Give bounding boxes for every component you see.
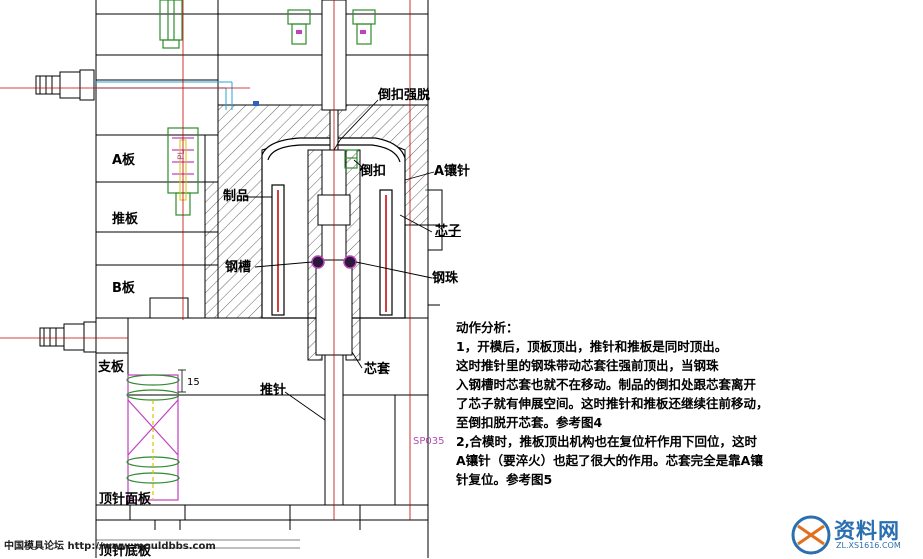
analysis-line: A镶针（要淬火）也起了很大的作用。芯套完全是靠A镶	[456, 453, 763, 468]
analysis-line: 这时推针里的钢珠带动芯套往强前顶出，当钢珠	[456, 358, 719, 373]
label-product: 制品	[223, 189, 250, 204]
label-steel-groove: 钢槽	[225, 260, 252, 275]
logo-url: ZL.XS1616.COM	[836, 541, 901, 550]
label-undercut-release: 倒扣强脱	[378, 88, 431, 103]
label-core: 芯子	[435, 224, 462, 239]
top-bolt-markers	[296, 30, 366, 34]
push-pin	[315, 0, 353, 520]
spring-dimension	[178, 369, 186, 393]
analysis-line: 至倒扣脱开芯套。参考图4	[456, 415, 603, 430]
plate-hatching	[204, 104, 429, 319]
label-push-pin: 推针	[260, 383, 287, 398]
blue-marker	[253, 101, 259, 106]
label-ejector-bottom-plate: 顶针底板	[99, 544, 152, 559]
leader-lines	[245, 99, 440, 421]
label-undercut: 倒扣	[360, 164, 387, 179]
label-push-plate: 推板	[112, 212, 139, 227]
bottom-lines	[96, 539, 300, 549]
analysis-line: 1，开模后，顶板顶出，推针和推板是同时顶出。	[456, 339, 728, 354]
analysis-line: 针复位。参考图5	[456, 472, 553, 487]
water-fitting-top	[35, 69, 95, 101]
label-a-insert-pin: A镶针	[434, 164, 471, 179]
return-spring	[126, 374, 180, 501]
logo-text: 资料网	[834, 519, 900, 543]
analysis-line: 入钢槽时芯套也就不在移动。制品的倒扣处跟芯套离开	[456, 377, 757, 392]
right-bracket	[427, 189, 443, 251]
site-logo: 资料网 ZL.XS1616.COM	[790, 513, 922, 557]
logo-icon	[791, 515, 831, 555]
center-lines	[0, 0, 411, 520]
label-ejector-retainer-plate: 顶针面板	[99, 492, 152, 507]
support-column	[129, 297, 189, 521]
action-analysis: 动作分析： 1，开模后，顶板顶出，推针和推板是同时顶出。 这时推针里的钢珠带动芯…	[456, 318, 856, 489]
analysis-line: 2,合模时，推板顶出机构也在复位杆作用下回位，这时	[456, 434, 757, 449]
label-a-plate: A板	[112, 153, 136, 168]
label-b-plate: B板	[112, 281, 135, 296]
analysis-title: 动作分析：	[456, 320, 519, 335]
a-insert-pin	[344, 149, 358, 169]
label-dim-15: 15	[187, 377, 200, 388]
forum-watermark: 中国模具论坛 http://www.mouldbbs.com	[4, 541, 216, 552]
label-steel-ball: 钢珠	[432, 271, 459, 286]
label-core-sleeve: 芯套	[364, 362, 391, 377]
label-support-plate: 支板	[98, 360, 125, 375]
water-channel-top	[94, 81, 233, 110]
analysis-line: 了芯子就有伸展空间。这时推针和推板还继续往前移动，	[456, 396, 769, 411]
steel-balls	[311, 255, 357, 269]
water-fitting-bottom	[39, 321, 97, 353]
label-pl: PL	[177, 149, 187, 160]
top-bolts	[159, 0, 376, 49]
label-sp-tag: SP035	[413, 436, 445, 447]
